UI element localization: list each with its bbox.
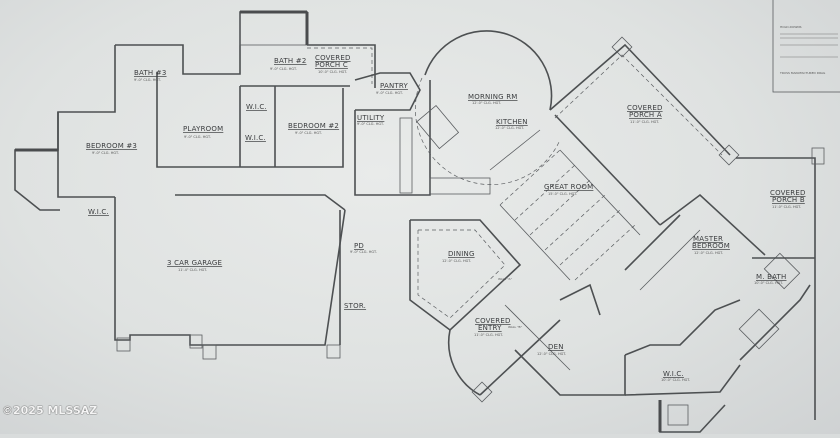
- room-bath3: BATH #39'-0" CLG. HGT.: [134, 69, 167, 82]
- svg-text:ENTRY: ENTRY: [478, 324, 502, 332]
- svg-text:12'-0" CLG. HGT.: 12'-0" CLG. HGT.: [495, 126, 524, 130]
- svg-text:BEDROOM #2: BEDROOM #2: [288, 122, 339, 130]
- svg-text:11'-4" CLG. HGT.: 11'-4" CLG. HGT.: [178, 268, 207, 272]
- svg-text:PLAYROOM: PLAYROOM: [183, 125, 223, 133]
- legend-title: HOLD-DOWNS: [780, 25, 802, 29]
- walls: [14, 10, 825, 433]
- legend-truss: TRUSS MANUFACTURED DRAG: [779, 71, 826, 75]
- svg-text:BATH #3: BATH #3: [134, 69, 167, 77]
- svg-text:11'-0" CLG. HGT.: 11'-0" CLG. HGT.: [772, 205, 801, 209]
- svg-text:11'-0" CLG. HGT.: 11'-0" CLG. HGT.: [474, 333, 503, 337]
- svg-text:12'-0" CLG. HGT.: 12'-0" CLG. HGT.: [472, 101, 501, 105]
- svg-text:COVERED: COVERED: [315, 54, 351, 62]
- svg-text:W.I.C.: W.I.C.: [245, 134, 266, 142]
- svg-text:GREAT ROOM: GREAT ROOM: [544, 183, 593, 191]
- svg-text:10'-0" CLG. HGT.: 10'-0" CLG. HGT.: [661, 378, 690, 382]
- room-bedroom2: BEDROOM #29'-0" CLG. HGT.: [288, 122, 339, 135]
- room-bath2: BATH #2 9'-0" CLG. HGT.: [270, 57, 307, 71]
- svg-text:BEDROOM: BEDROOM: [692, 242, 730, 250]
- svg-text:9'-0" CLG. HGT.: 9'-0" CLG. HGT.: [134, 78, 161, 82]
- svg-text:12'-0" CLG. HGT.: 12'-0" CLG. HGT.: [442, 259, 471, 263]
- svg-text:DEN: DEN: [548, 343, 564, 351]
- svg-text:9'-0" CLG. HGT.: 9'-0" CLG. HGT.: [92, 151, 119, 155]
- room-playroom: PLAYROOM 9'-0" CLG. HGT.: [183, 125, 223, 139]
- svg-text:3 CAR GARAGE: 3 CAR GARAGE: [167, 259, 222, 267]
- wall-b-note: WALL "B": [508, 325, 523, 329]
- room-powder: PD9'-0" CLG. HGT.: [350, 242, 377, 254]
- svg-text:12'-0" CLG. HGT.: 12'-0" CLG. HGT.: [694, 251, 723, 255]
- svg-text:11'-0" CLG. HGT.: 11'-0" CLG. HGT.: [630, 120, 659, 124]
- svg-text:10'-0" CLG. HGT.: 10'-0" CLG. HGT.: [754, 281, 783, 285]
- svg-text:9'-0" CLG. HGT.: 9'-0" CLG. HGT.: [295, 131, 322, 135]
- room-bedroom3: BEDROOM #39'-0" CLG. HGT.: [86, 142, 137, 155]
- svg-text:KITCHEN: KITCHEN: [496, 118, 528, 126]
- svg-text:STOR.: STOR.: [344, 302, 366, 310]
- room-labels: BATH #39'-0" CLG. HGT. BEDROOM #39'-0" C…: [86, 54, 806, 382]
- svg-text:MASTER: MASTER: [693, 235, 723, 243]
- svg-text:BEDROOM #3: BEDROOM #3: [86, 142, 137, 150]
- svg-text:COVERED: COVERED: [627, 104, 663, 112]
- svg-text:MORNING RM: MORNING RM: [468, 93, 518, 101]
- legend-box: HOLD-DOWNS TRUSS MANUFACTURED DRAG: [772, 0, 840, 93]
- svg-text:9'-0" CLG. HGT.: 9'-0" CLG. HGT.: [184, 135, 211, 139]
- svg-text:DINING: DINING: [448, 250, 475, 258]
- svg-text:M. BATH: M. BATH: [756, 273, 786, 281]
- svg-text:12'-0" CLG. HGT.: 12'-0" CLG. HGT.: [537, 352, 566, 356]
- svg-text:9'-0" CLG. HGT.: 9'-0" CLG. HGT.: [357, 122, 384, 126]
- room-storage: STOR.: [344, 302, 366, 310]
- room-master-wic: W.I.C.10'-0" CLG. HGT.: [661, 370, 690, 382]
- svg-text:COVERED: COVERED: [770, 189, 806, 197]
- svg-text:W.I.C.: W.I.C.: [88, 208, 109, 216]
- svg-text:9'-0" CLG. HGT.: 9'-0" CLG. HGT.: [350, 250, 377, 254]
- svg-text:W.I.C.: W.I.C.: [246, 103, 267, 111]
- svg-text:10'-0" CLG. HGT.: 10'-0" CLG. HGT.: [318, 70, 347, 74]
- svg-text:PORCH A: PORCH A: [629, 111, 662, 119]
- watermark: ©2025 MLSSAZ: [2, 404, 98, 417]
- room-wic-1: W.I.C.: [246, 103, 267, 111]
- svg-text:UTILITY: UTILITY: [357, 114, 385, 122]
- svg-text:9'-0" CLG. HGT.: 9'-0" CLG. HGT.: [376, 91, 403, 95]
- room-wic-3: W.I.C.: [88, 208, 109, 216]
- svg-text:COVERED: COVERED: [475, 317, 511, 325]
- svg-text:15'-0" CLG. HGT.: 15'-0" CLG. HGT.: [548, 192, 577, 196]
- svg-text:PD: PD: [354, 242, 364, 250]
- svg-text:PORCH C: PORCH C: [315, 61, 348, 69]
- room-wic-2: W.I.C.: [245, 134, 266, 142]
- svg-text:PORCH B: PORCH B: [772, 196, 805, 204]
- svg-text:9'-0" CLG. HGT.: 9'-0" CLG. HGT.: [270, 67, 297, 71]
- wall-a-note: WALL "A": [498, 277, 513, 281]
- svg-text:W.I.C.: W.I.C.: [663, 370, 684, 378]
- svg-text:BATH #2: BATH #2: [274, 57, 307, 65]
- svg-text:PANTRY: PANTRY: [380, 82, 408, 90]
